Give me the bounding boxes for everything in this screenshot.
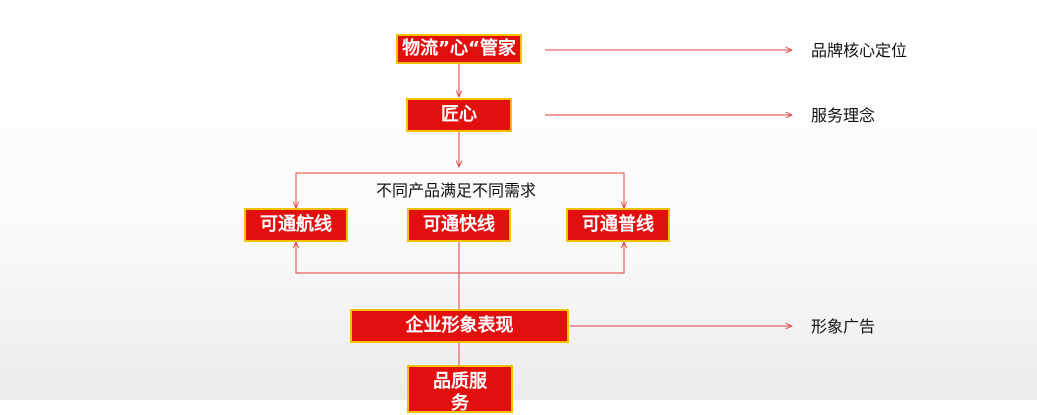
node-express-line: 可通快线 xyxy=(407,208,511,242)
label-service-concept: 服务理念 xyxy=(811,106,876,125)
node-quality-service: 品质服务 xyxy=(407,365,513,414)
bracket-bottom xyxy=(296,242,624,274)
node-brand-core: 物流”心“管家 xyxy=(396,34,522,64)
label-different-needs: 不同产品满足不同需求 xyxy=(376,181,537,200)
label-image-advertising: 形象广告 xyxy=(811,317,876,336)
node-craftsman: 匠心 xyxy=(406,98,512,132)
node-corporate-image: 企业形象表现 xyxy=(350,309,569,343)
node-standard-line: 可通普线 xyxy=(566,208,670,242)
node-air-line: 可通航线 xyxy=(244,208,348,242)
connector-lines xyxy=(0,0,1037,365)
bracket-top xyxy=(296,172,624,208)
label-brand-positioning: 品牌核心定位 xyxy=(811,41,908,60)
